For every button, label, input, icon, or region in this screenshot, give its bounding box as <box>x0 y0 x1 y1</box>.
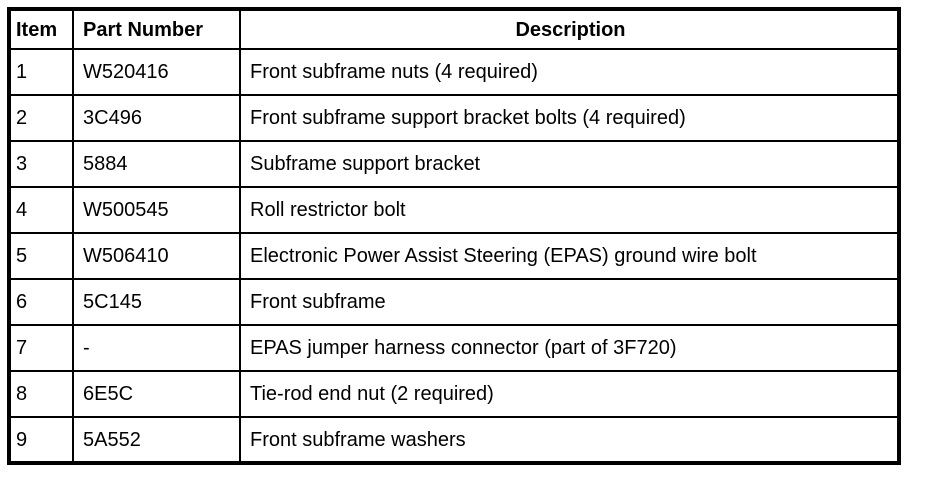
item-cell: 1 <box>8 48 74 96</box>
description-cell: Front subframe nuts (4 required) <box>239 48 900 96</box>
table-row: 8 6E5C Tie-rod end nut (2 required) <box>8 370 900 418</box>
description-cell: Front subframe <box>239 278 900 326</box>
description-cell: Front subframe washers <box>239 416 900 464</box>
table-row: 9 5A552 Front subframe washers <box>8 416 900 464</box>
description-cell: Roll restrictor bolt <box>239 186 900 234</box>
item-cell: 5 <box>8 232 74 280</box>
table-row: 1 W520416 Front subframe nuts (4 require… <box>8 48 900 96</box>
column-header-description: Description <box>239 8 900 50</box>
item-cell: 9 <box>8 416 74 464</box>
item-cell: 3 <box>8 140 74 188</box>
part-number-cell: 5884 <box>72 140 241 188</box>
description-cell: Electronic Power Assist Steering (EPAS) … <box>239 232 900 280</box>
item-cell: 8 <box>8 370 74 418</box>
item-cell: 6 <box>8 278 74 326</box>
item-cell: 7 <box>8 324 74 372</box>
column-header-part-number: Part Number <box>72 8 241 50</box>
column-header-item: Item <box>8 8 74 50</box>
table-row: 4 W500545 Roll restrictor bolt <box>8 186 900 234</box>
part-number-cell: 5A552 <box>72 416 241 464</box>
table-row: 2 3C496 Front subframe support bracket b… <box>8 94 900 142</box>
part-number-cell: 5C145 <box>72 278 241 326</box>
part-number-cell: 6E5C <box>72 370 241 418</box>
item-cell: 2 <box>8 94 74 142</box>
part-number-cell: W520416 <box>72 48 241 96</box>
table-row: 6 5C145 Front subframe <box>8 278 900 326</box>
description-cell: Tie-rod end nut (2 required) <box>239 370 900 418</box>
table-row: 3 5884 Subframe support bracket <box>8 140 900 188</box>
table-row: 5 W506410 Electronic Power Assist Steeri… <box>8 232 900 280</box>
parts-table-header: Item Part Number Description <box>8 8 900 50</box>
header-row: Item Part Number Description <box>8 8 900 50</box>
parts-table-body: 1 W520416 Front subframe nuts (4 require… <box>8 48 900 464</box>
part-number-cell: - <box>72 324 241 372</box>
description-cell: Subframe support bracket <box>239 140 900 188</box>
part-number-cell: 3C496 <box>72 94 241 142</box>
part-number-cell: W500545 <box>72 186 241 234</box>
parts-table: Item Part Number Description 1 W520416 F… <box>7 7 901 465</box>
description-cell: Front subframe support bracket bolts (4 … <box>239 94 900 142</box>
part-number-cell: W506410 <box>72 232 241 280</box>
description-cell: EPAS jumper harness connector (part of 3… <box>239 324 900 372</box>
item-cell: 4 <box>8 186 74 234</box>
table-row: 7 - EPAS jumper harness connector (part … <box>8 324 900 372</box>
